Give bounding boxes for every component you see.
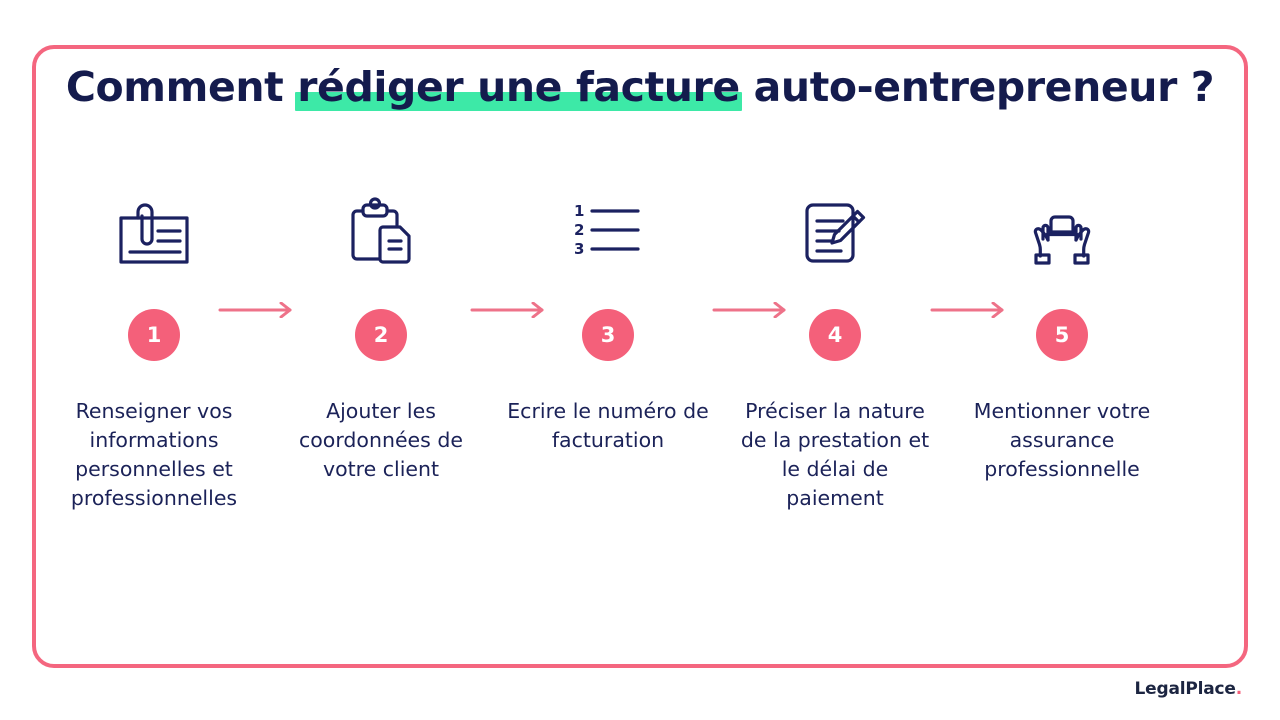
document-pencil-icon xyxy=(799,185,871,281)
step-5: 5 Mentionner votre assurance professionn… xyxy=(958,185,1166,484)
step-number-badge: 3 xyxy=(582,309,634,361)
svg-text:1: 1 xyxy=(574,202,584,220)
step-number-badge: 2 xyxy=(355,309,407,361)
step-number-badge: 4 xyxy=(809,309,861,361)
logo-wordmark: LegalPlace xyxy=(1134,679,1236,699)
step-number-badge: 1 xyxy=(128,309,180,361)
step-4: 4 Préciser la nature de la prestation et… xyxy=(731,185,939,513)
svg-text:2: 2 xyxy=(574,221,584,239)
step-number-badge: 5 xyxy=(1036,309,1088,361)
logo-dot: . xyxy=(1235,679,1242,699)
numbered-list-icon: 1 2 3 xyxy=(572,185,644,281)
step-caption: Renseigner vos informations personnelles… xyxy=(70,399,238,510)
hands-protecting-icon xyxy=(1024,185,1100,281)
document-paperclip-icon xyxy=(116,185,192,281)
step-caption: Préciser la nature de la prestation et l… xyxy=(740,399,930,510)
step-caption: Ecrire le numéro de facturation xyxy=(507,399,709,452)
steps-row: 1 Renseigner vos informations personnell… xyxy=(50,185,1166,513)
title-part-1: Comment xyxy=(65,63,298,111)
clipboard-document-icon xyxy=(345,185,417,281)
step-caption: Ajouter les coordonnées de votre client xyxy=(298,399,463,481)
step-caption: Mentionner votre assurance professionnel… xyxy=(973,399,1151,481)
page-title: Comment rédiger une facture auto-entrepr… xyxy=(0,63,1280,111)
legalplace-logo: LegalPlace. xyxy=(1134,679,1243,699)
title-highlight: rédiger une facture xyxy=(295,63,742,111)
title-part-2: auto-entrepreneur ? xyxy=(739,63,1215,111)
step-2: 2 Ajouter les coordonnées de votre clien… xyxy=(277,185,485,484)
step-1: 1 Renseigner vos informations personnell… xyxy=(50,185,258,513)
svg-text:3: 3 xyxy=(574,240,584,258)
content-frame xyxy=(32,45,1248,668)
step-3: 1 2 3 3 Ecrire le numéro de facturation xyxy=(504,185,712,455)
